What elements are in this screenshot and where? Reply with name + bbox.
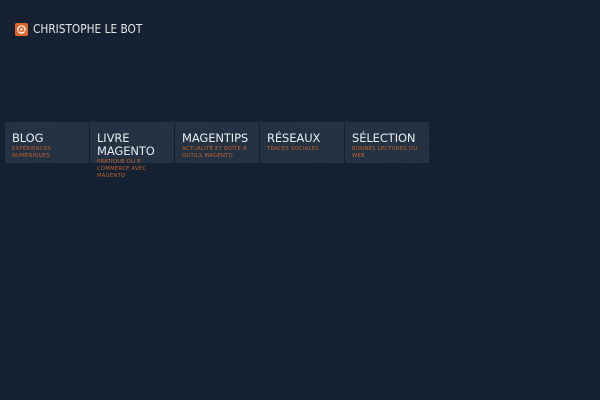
nav-item-blog[interactable]: BLOG EXPÉRIENCES NUMÉRIQUES [5,122,89,163]
nav-item-selection[interactable]: SÉLECTION BONNES LECTURES DU WEB [345,122,429,163]
nav-item-title: RÉSEAUX [267,131,321,145]
cube-logo-icon [15,22,28,36]
home-logo-link[interactable]: CHRISTOPHE LE BOT [15,21,157,37]
nav-item-subtitle: EXPÉRIENCES NUMÉRIQUES [12,146,52,159]
nav-item-reseaux[interactable]: RÉSEAUX TRACES SOCIALES [260,122,344,163]
brand-name: CHRISTOPHE LE BOT [33,22,143,36]
nav-item-title: BLOG [12,131,44,145]
nav-item-livre-magento[interactable]: LIVRE MAGENTO PRATIQUE DU E-COMMERCE AVE… [90,122,174,179]
nav-item-subtitle: TRACES SOCIALES [267,146,319,152]
nav-item-title: SÉLECTION [352,131,416,145]
nav-item-subtitle: PRATIQUE DU E-COMMERCE AVEC MAGENTO [97,159,147,179]
nav-item-subtitle: ACTUALITÉ ET BOÎTE À OUTILS MAGENTO [182,146,247,159]
main-navigation: BLOG EXPÉRIENCES NUMÉRIQUES LIVRE MAGENT… [5,122,429,179]
nav-item-title: LIVRE MAGENTO [97,131,155,158]
nav-item-title: MAGENTIPS [182,131,249,145]
nav-item-subtitle: BONNES LECTURES DU WEB [352,146,418,159]
nav-item-magentips[interactable]: MAGENTIPS ACTUALITÉ ET BOÎTE À OUTILS MA… [175,122,259,163]
